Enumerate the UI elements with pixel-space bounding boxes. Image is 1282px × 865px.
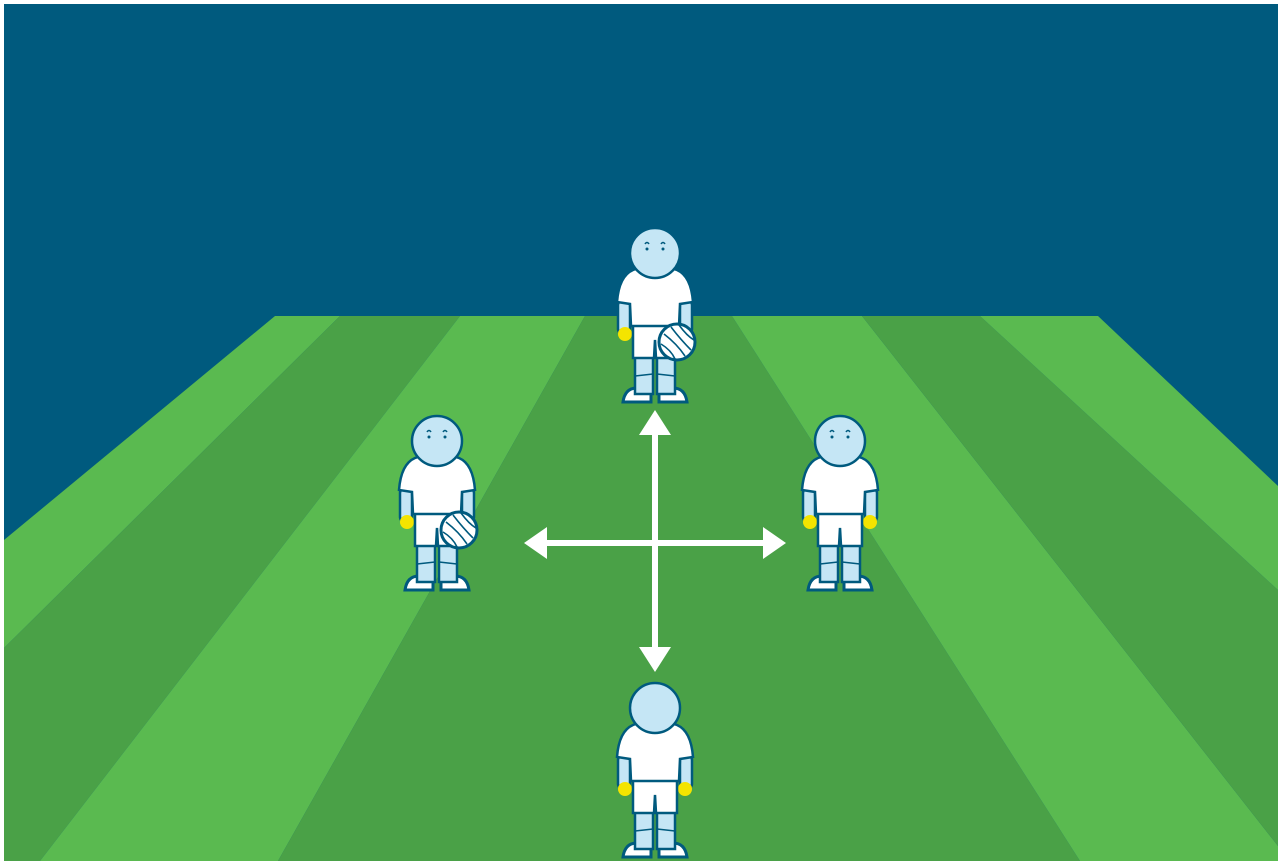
glove: [803, 515, 817, 529]
head: [412, 416, 462, 466]
shorts: [818, 512, 862, 546]
glove: [618, 782, 632, 796]
ball-icon: [441, 512, 477, 548]
head: [630, 228, 680, 278]
glove: [863, 515, 877, 529]
glove: [400, 515, 414, 529]
ball-icon: [659, 324, 695, 360]
shorts: [633, 779, 677, 813]
glove: [618, 327, 632, 341]
glove: [678, 782, 692, 796]
head: [630, 683, 680, 733]
head: [815, 416, 865, 466]
